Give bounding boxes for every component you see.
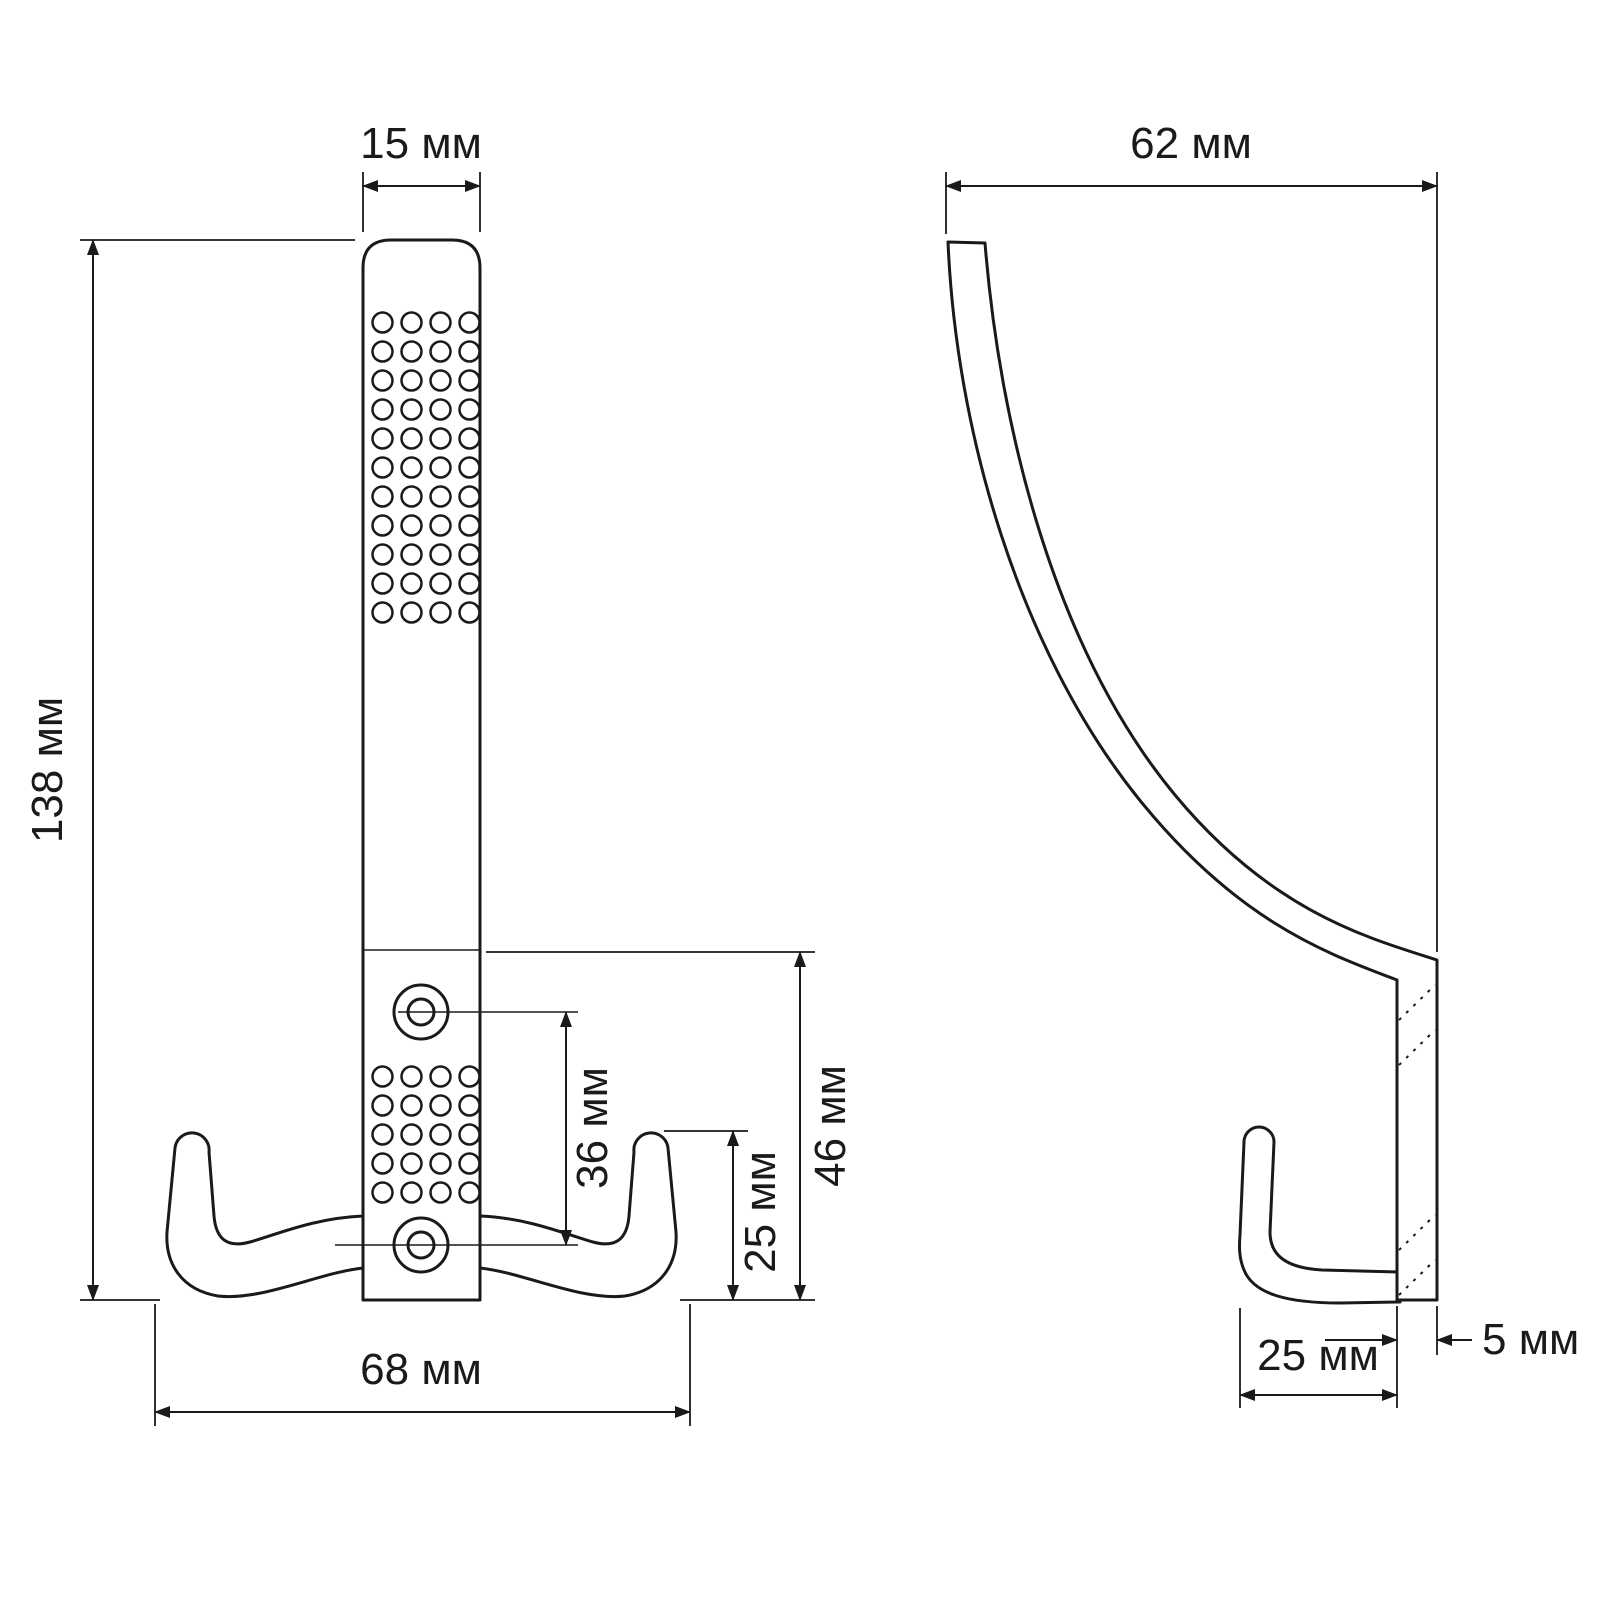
dim-label-front-hole-spacing: 36 мм: [568, 1067, 617, 1189]
dim-side-hook-depth: 25 мм: [1239, 1308, 1398, 1408]
front-view: [165, 238, 678, 1302]
dim-front-hook-height: 25 мм: [664, 1130, 785, 1301]
front-lower-dot-pattern: [368, 1062, 484, 1207]
side-hidden-line-1: [1398, 984, 1436, 1021]
dim-label-front-strip-width: 15 мм: [360, 119, 482, 168]
front-upper-dot-pattern: [368, 308, 484, 627]
front-left-hook: [165, 1131, 365, 1299]
dim-label-side-hook-depth: 25 мм: [1257, 1331, 1379, 1380]
dim-label-side-strip-thickness: 5 мм: [1482, 1315, 1579, 1364]
side-body: [946, 240, 1439, 1302]
dim-label-front-hook-height: 25 мм: [736, 1151, 785, 1273]
dim-front-strip-width: 15 мм: [360, 119, 482, 232]
side-hidden-line-3: [1398, 1214, 1436, 1251]
front-right-hook: [478, 1131, 678, 1299]
side-hidden-line-4: [1398, 1259, 1436, 1296]
dim-side-total-depth: 62 мм: [945, 119, 1438, 952]
front-lower-screw-hole: [392, 1216, 450, 1274]
dim-front-lower-height: 46 мм: [486, 951, 855, 1301]
dim-label-front-total-height: 138 мм: [23, 697, 72, 843]
side-hidden-line-2: [1398, 1029, 1436, 1066]
dim-front-total-height: 138 мм: [23, 239, 355, 1301]
dim-label-front-total-width: 68 мм: [360, 1345, 482, 1394]
dim-front-hole-spacing: 36 мм: [560, 1011, 617, 1246]
dim-label-front-lower-height: 46 мм: [806, 1065, 855, 1187]
side-view: [946, 240, 1439, 1305]
dim-label-side-total-depth: 62 мм: [1130, 119, 1252, 168]
dim-front-total-width: 68 мм: [154, 1304, 691, 1426]
side-hook: [1238, 1125, 1402, 1305]
